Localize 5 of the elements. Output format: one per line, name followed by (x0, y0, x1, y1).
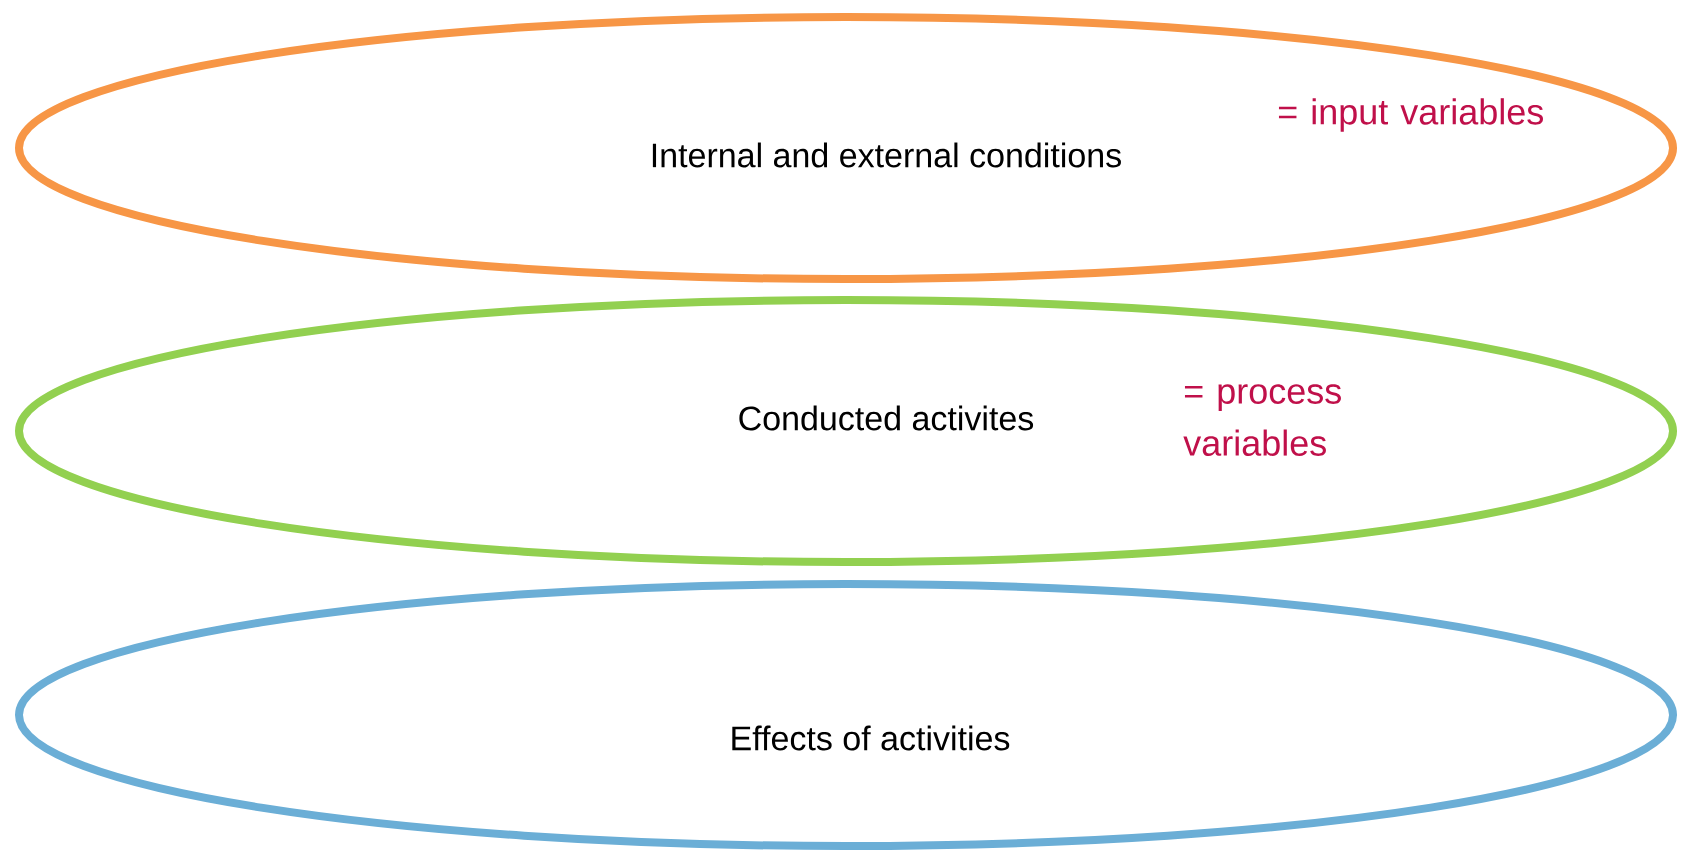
variable-note: = process variables (1183, 384, 1341, 456)
oval-label: Conducted activites (739, 405, 1034, 431)
variable-note: = input variables (1278, 98, 1543, 132)
oval-label: Internal and external conditions (652, 142, 1121, 168)
oval-label: Effects of activities (732, 725, 1010, 751)
